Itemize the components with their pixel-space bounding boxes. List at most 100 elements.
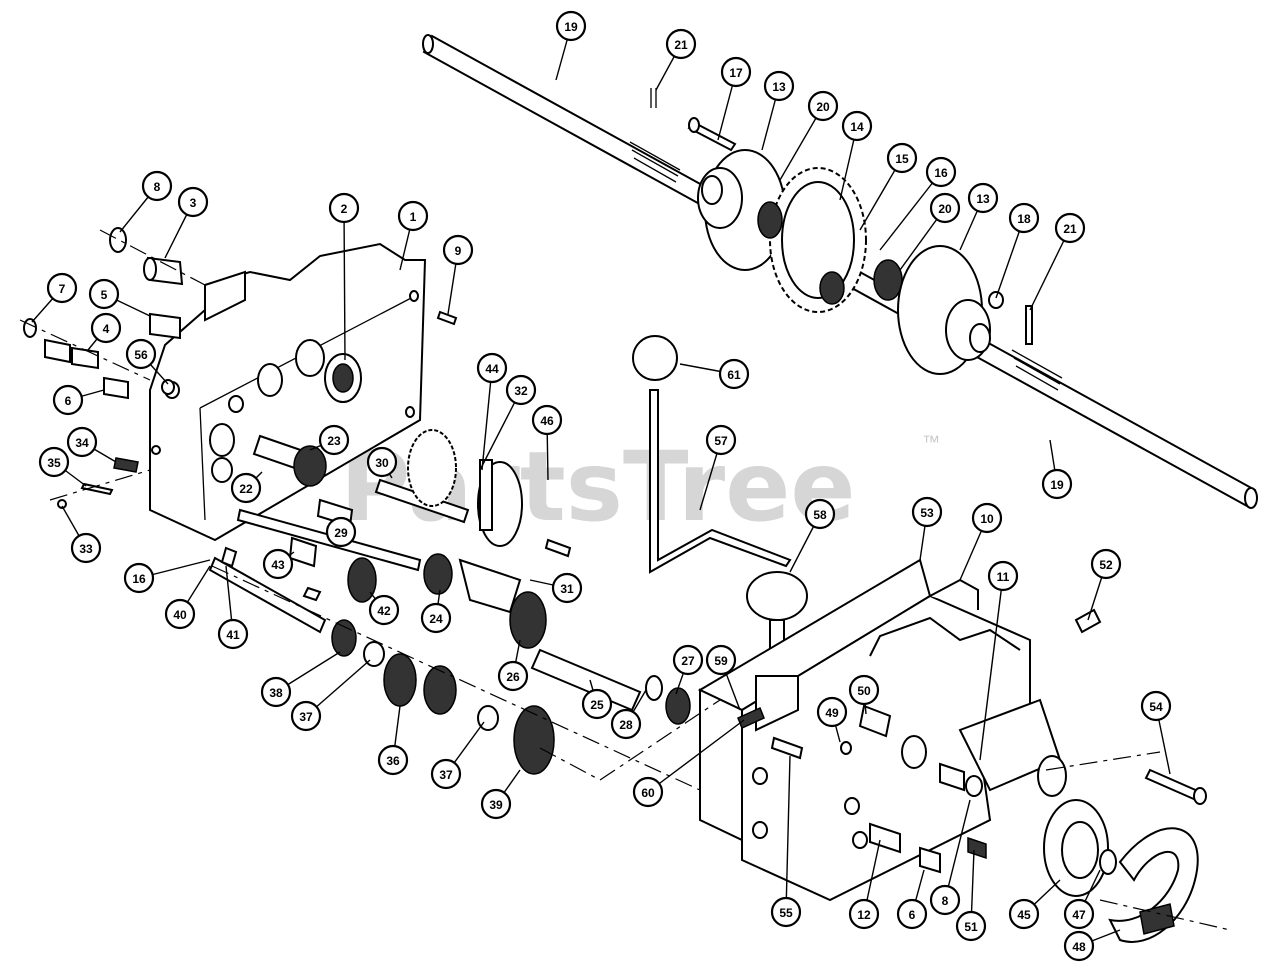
callout-circle [141, 170, 173, 202]
callout-number-31: 31 [560, 582, 574, 596]
callout-number-56: 56 [134, 348, 148, 362]
callout-number-6: 6 [65, 394, 72, 408]
callout-circle [886, 142, 918, 174]
callout-number-21: 21 [674, 38, 688, 52]
callout-number-13: 13 [976, 192, 990, 206]
callout-number-35: 35 [47, 456, 61, 470]
callout-circle [896, 898, 928, 930]
callout-number-8: 8 [154, 180, 161, 194]
callout-circle [430, 758, 462, 790]
callout-circle [705, 644, 737, 676]
callout-number-45: 45 [1017, 908, 1031, 922]
callout-number-39: 39 [489, 798, 503, 812]
callout-number-52: 52 [1099, 558, 1113, 572]
callout-circle [260, 676, 292, 708]
callout-number-23: 23 [327, 434, 341, 448]
callout-number-22: 22 [239, 482, 253, 496]
callout-number-16: 16 [132, 572, 146, 586]
callout-circle [816, 696, 848, 728]
callout-number-10: 10 [980, 512, 994, 526]
callout-number-13: 13 [772, 80, 786, 94]
callout-circle [1008, 898, 1040, 930]
callout-number-6: 6 [909, 908, 916, 922]
callout-circle [177, 186, 209, 218]
callout-circle [262, 548, 294, 580]
callout-circle [505, 374, 537, 406]
callout-number-7: 7 [59, 282, 66, 296]
callout-circle [705, 424, 737, 456]
callout-circle [442, 234, 474, 266]
callout-circle [90, 312, 122, 344]
callout-circle [763, 70, 795, 102]
callout-circle [125, 338, 157, 370]
callout-number-11: 11 [997, 570, 1010, 584]
callout-circle [377, 744, 409, 776]
callout-number-32: 32 [514, 384, 528, 398]
callout-number-48: 48 [1072, 940, 1086, 954]
differential-assembly [650, 88, 1033, 375]
callout-circle [1140, 690, 1172, 722]
callout-number-29: 29 [334, 526, 348, 540]
callout-number-19: 19 [564, 20, 578, 34]
callout-circle [848, 674, 880, 706]
callout-circle [368, 594, 400, 626]
callout-circle [610, 708, 642, 740]
callout-circle [955, 910, 987, 942]
callout-number-27: 27 [681, 654, 695, 668]
callout-number-54: 54 [1149, 700, 1163, 714]
callout-number-51: 51 [964, 920, 978, 934]
callout-number-28: 28 [619, 718, 633, 732]
callout-circle [328, 192, 360, 224]
callout-circle [925, 156, 957, 188]
callout-number-61: 61 [727, 368, 741, 382]
callout-leader-line [343, 207, 346, 361]
left-small-parts [23, 227, 458, 509]
callout-number-46: 46 [540, 414, 554, 428]
callout-number-5: 5 [101, 288, 108, 302]
internal-gears-and-shafts [208, 429, 691, 775]
callout-circle [325, 516, 357, 548]
callout-number-53: 53 [920, 506, 934, 520]
callout-circle [366, 446, 398, 478]
callout-number-16: 16 [934, 166, 948, 180]
callout-number-41: 41 [226, 628, 240, 642]
callout-number-42: 42 [377, 604, 391, 618]
callout-number-14: 14 [850, 120, 864, 134]
callout-number-12: 12 [857, 908, 871, 922]
callout-circle [929, 884, 961, 916]
callout-number-60: 60 [641, 786, 655, 800]
callout-circle [555, 10, 587, 42]
callout-circle [971, 502, 1003, 534]
callout-number-58: 58 [813, 508, 827, 522]
callout-circle [46, 272, 78, 304]
callout-circle [720, 56, 752, 88]
callout-circle [804, 498, 836, 530]
callout-leader-line [944, 799, 971, 901]
callout-number-36: 36 [386, 754, 400, 768]
callout-number-20: 20 [938, 202, 952, 216]
callout-circle [841, 110, 873, 142]
callout-circle [230, 472, 262, 504]
callout-number-18: 18 [1017, 212, 1031, 226]
callout-circle [88, 278, 120, 310]
callout-number-30: 30 [375, 456, 389, 470]
callout-number-43: 43 [271, 558, 285, 572]
callout-leader-line [879, 171, 942, 251]
callout-circle [52, 384, 84, 416]
callout-number-49: 49 [825, 706, 839, 720]
callout-number-37: 37 [299, 710, 313, 724]
callout-number-4: 4 [103, 322, 110, 336]
callout-circle [217, 618, 249, 650]
callout-number-8: 8 [942, 894, 949, 908]
callout-number-37: 37 [439, 768, 453, 782]
callout-circle [497, 660, 529, 692]
callout-circle [1054, 212, 1086, 244]
callout-circle [420, 602, 452, 634]
callout-circle [290, 700, 322, 732]
callout-circle [911, 496, 943, 528]
callout-number-21: 21 [1063, 222, 1077, 236]
callout-circle [123, 562, 155, 594]
callout-circle [70, 532, 102, 564]
callout-leader-line [647, 719, 745, 793]
callout-circle [967, 182, 999, 214]
